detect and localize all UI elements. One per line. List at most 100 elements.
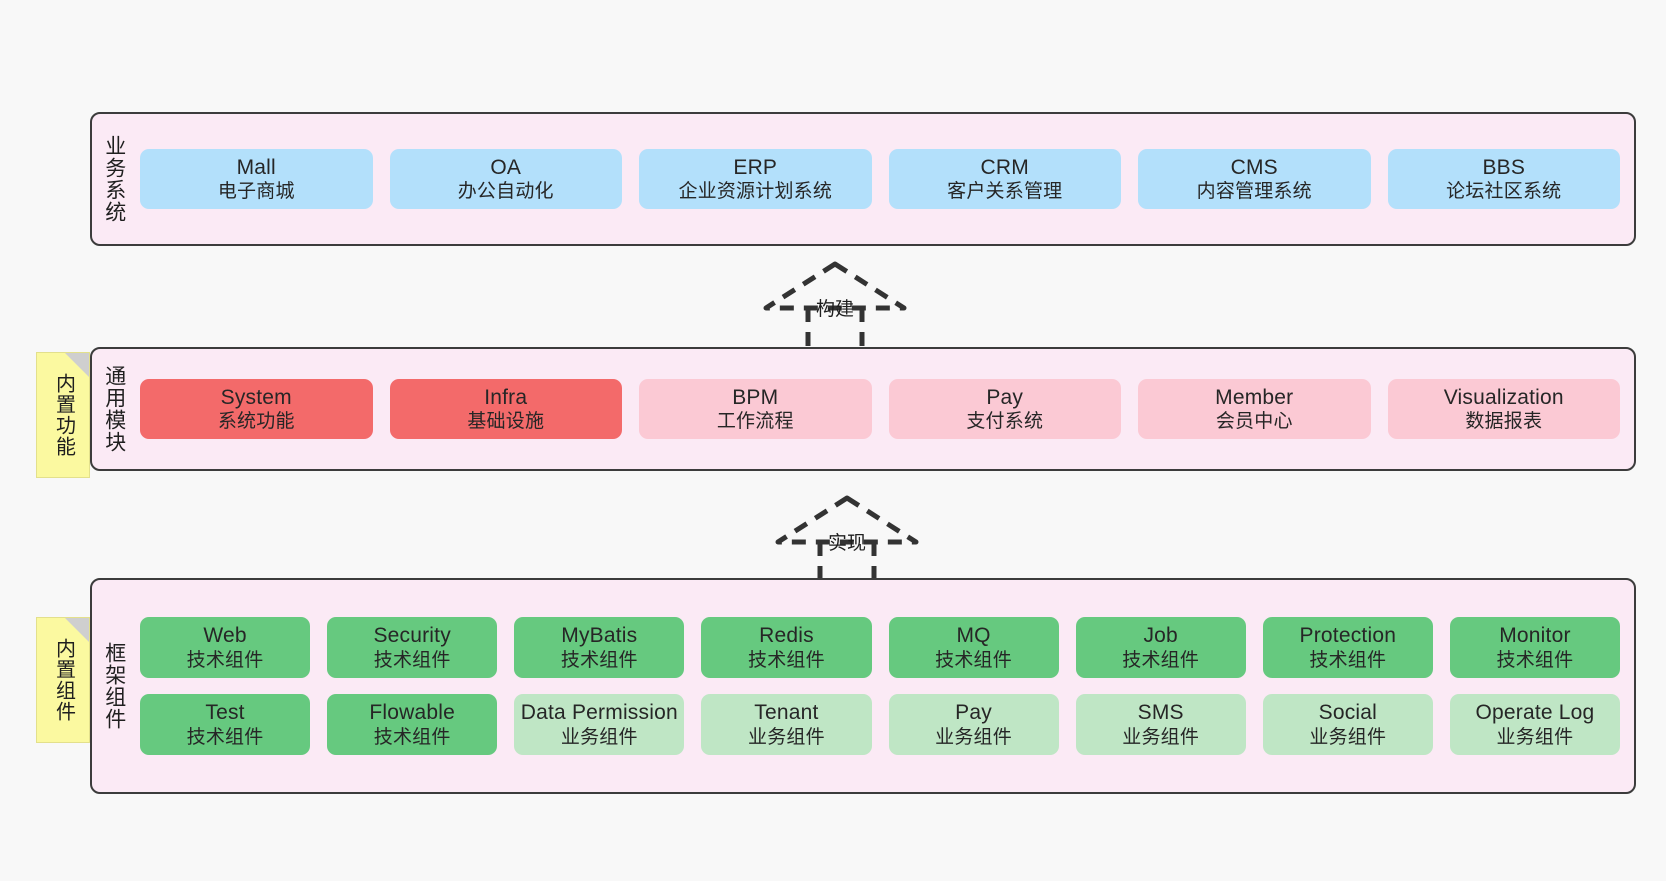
layer-framework-component: 框架组件 Web 技术组件 Security 技术组件 MyBatis 技术组件…	[90, 578, 1636, 794]
node-subtitle: 业务组件	[748, 726, 825, 748]
node-title: Job	[1143, 624, 1178, 648]
layer-body-framework-component: Web 技术组件 Security 技术组件 MyBatis 技术组件 Redi…	[136, 580, 1634, 792]
node-subtitle: 会员中心	[1215, 411, 1293, 433]
node-subtitle: 客户关系管理	[947, 181, 1063, 203]
node-title: Data Permission	[520, 701, 678, 724]
node-title: Tenant	[754, 701, 819, 724]
node-mq[interactable]: MQ 技术组件	[888, 617, 1059, 678]
node-subtitle: 技术组件	[373, 649, 451, 671]
node-subtitle: 工作流程	[716, 411, 794, 433]
node-title: System	[220, 385, 292, 409]
note-fold-corner-icon	[65, 618, 89, 642]
node-title: Redis	[759, 624, 814, 648]
note-fold-corner-icon	[65, 353, 89, 377]
node-subtitle: 业务组件	[1309, 726, 1387, 748]
connector-build-label: 构建	[816, 299, 855, 320]
node-subtitle: 基础设施	[467, 411, 545, 433]
node-infra[interactable]: Infra 基础设施	[389, 378, 622, 440]
node-subtitle: 业务组件	[1496, 726, 1574, 748]
node-title: Protection	[1299, 624, 1397, 648]
node-subtitle: 技术组件	[373, 726, 451, 748]
layer-business-system: 业务系统 Mall 电子商城 OA 办公自动化 ERP 企业资源计划系统 CRM…	[90, 112, 1636, 246]
layer-body-common-module: System 系统功能 Infra 基础设施 BPM 工作流程 Pay 支付系统…	[136, 349, 1634, 469]
node-bpm[interactable]: BPM 工作流程	[639, 378, 872, 440]
connector-build: 构建	[760, 258, 910, 354]
node-subtitle: 技术组件	[186, 726, 264, 748]
node-social[interactable]: Social 业务组件	[1262, 694, 1433, 755]
node-flowable[interactable]: Flowable 技术组件	[327, 694, 498, 755]
node-bbs[interactable]: BBS 论坛社区系统	[1387, 148, 1620, 210]
node-title: BBS	[1482, 155, 1526, 179]
node-subtitle: 技术组件	[1496, 649, 1574, 671]
node-row: Test 技术组件 Flowable 技术组件 Data Permission …	[140, 694, 1620, 755]
node-monitor[interactable]: Monitor 技术组件	[1449, 617, 1620, 678]
layer-common-module: 通用模块 System 系统功能 Infra 基础设施 BPM 工作流程 Pay…	[90, 347, 1636, 471]
node-title: Test	[205, 701, 245, 724]
node-subtitle: 电子商城	[217, 181, 295, 203]
node-subtitle: 技术组件	[748, 649, 825, 671]
node-tenant[interactable]: Tenant 业务组件	[701, 694, 872, 755]
node-mybatis[interactable]: MyBatis 技术组件	[514, 617, 685, 678]
node-operate-log[interactable]: Operate Log 业务组件	[1449, 694, 1620, 755]
node-job[interactable]: Job 技术组件	[1075, 617, 1246, 678]
layer-body-business-system: Mall 电子商城 OA 办公自动化 ERP 企业资源计划系统 CRM 客户关系…	[136, 114, 1634, 244]
node-sms[interactable]: SMS 业务组件	[1075, 694, 1246, 755]
node-subtitle: 技术组件	[1309, 649, 1387, 671]
node-protection[interactable]: Protection 技术组件	[1262, 617, 1433, 678]
node-row: System 系统功能 Infra 基础设施 BPM 工作流程 Pay 支付系统…	[140, 378, 1620, 440]
node-title: SMS	[1137, 701, 1184, 724]
layer-title-framework-component: 框架组件	[102, 642, 126, 730]
node-subtitle: 系统功能	[217, 411, 295, 433]
node-title: Infra	[484, 385, 528, 409]
node-pay-module[interactable]: Pay 支付系统	[888, 378, 1121, 440]
node-subtitle: 论坛社区系统	[1446, 181, 1562, 203]
node-subtitle: 企业资源计划系统	[678, 181, 833, 203]
node-subtitle: 数据报表	[1465, 411, 1543, 433]
node-security[interactable]: Security 技术组件	[327, 617, 498, 678]
node-web[interactable]: Web 技术组件	[140, 617, 311, 678]
node-subtitle: 办公自动化	[457, 181, 554, 203]
layer-title-business-system: 业务系统	[102, 135, 126, 223]
node-subtitle: 业务组件	[1122, 726, 1200, 748]
node-mall[interactable]: Mall 电子商城	[140, 148, 373, 210]
node-visualization[interactable]: Visualization 数据报表	[1387, 378, 1620, 440]
node-member[interactable]: Member 会员中心	[1138, 378, 1371, 440]
node-title: CMS	[1230, 155, 1278, 179]
node-title: Social	[1318, 701, 1378, 724]
node-subtitle: 业务组件	[560, 726, 638, 748]
node-data-permission[interactable]: Data Permission 业务组件	[514, 694, 685, 755]
node-title: Mall	[236, 155, 276, 179]
node-title: Visualization	[1443, 385, 1564, 409]
node-subtitle: 业务组件	[935, 726, 1012, 748]
sticky-note-builtin-function: 内置功能	[36, 352, 90, 478]
connector-implement-label: 实现	[828, 533, 867, 554]
node-pay-component[interactable]: Pay 业务组件	[888, 694, 1059, 755]
node-subtitle: 技术组件	[186, 649, 264, 671]
node-title: Security	[373, 624, 451, 648]
node-erp[interactable]: ERP 企业资源计划系统	[639, 148, 872, 210]
node-test[interactable]: Test 技术组件	[140, 694, 311, 755]
node-title: Member	[1215, 385, 1294, 409]
node-redis[interactable]: Redis 技术组件	[701, 617, 872, 678]
node-title: Pay	[986, 385, 1024, 409]
node-title: ERP	[733, 155, 778, 179]
node-system[interactable]: System 系统功能	[140, 378, 373, 440]
node-subtitle: 技术组件	[1122, 649, 1200, 671]
node-subtitle: 内容管理系统	[1196, 181, 1312, 203]
node-subtitle: 技术组件	[935, 649, 1012, 671]
node-title: OA	[490, 155, 522, 179]
node-title: Web	[203, 624, 247, 648]
sticky-note-builtin-component: 内置组件	[36, 617, 90, 743]
node-crm[interactable]: CRM 客户关系管理	[888, 148, 1121, 210]
node-title: MQ	[956, 624, 991, 648]
node-subtitle: 支付系统	[966, 411, 1044, 433]
node-oa[interactable]: OA 办公自动化	[389, 148, 622, 210]
node-title: MyBatis	[561, 624, 638, 648]
node-title: CRM	[980, 155, 1029, 179]
node-row: Web 技术组件 Security 技术组件 MyBatis 技术组件 Redi…	[140, 617, 1620, 678]
node-row: Mall 电子商城 OA 办公自动化 ERP 企业资源计划系统 CRM 客户关系…	[140, 148, 1620, 210]
node-cms[interactable]: CMS 内容管理系统	[1138, 148, 1371, 210]
node-title: BPM	[732, 385, 779, 409]
node-title: Flowable	[369, 701, 456, 724]
layer-title-common-module: 通用模块	[102, 365, 126, 453]
